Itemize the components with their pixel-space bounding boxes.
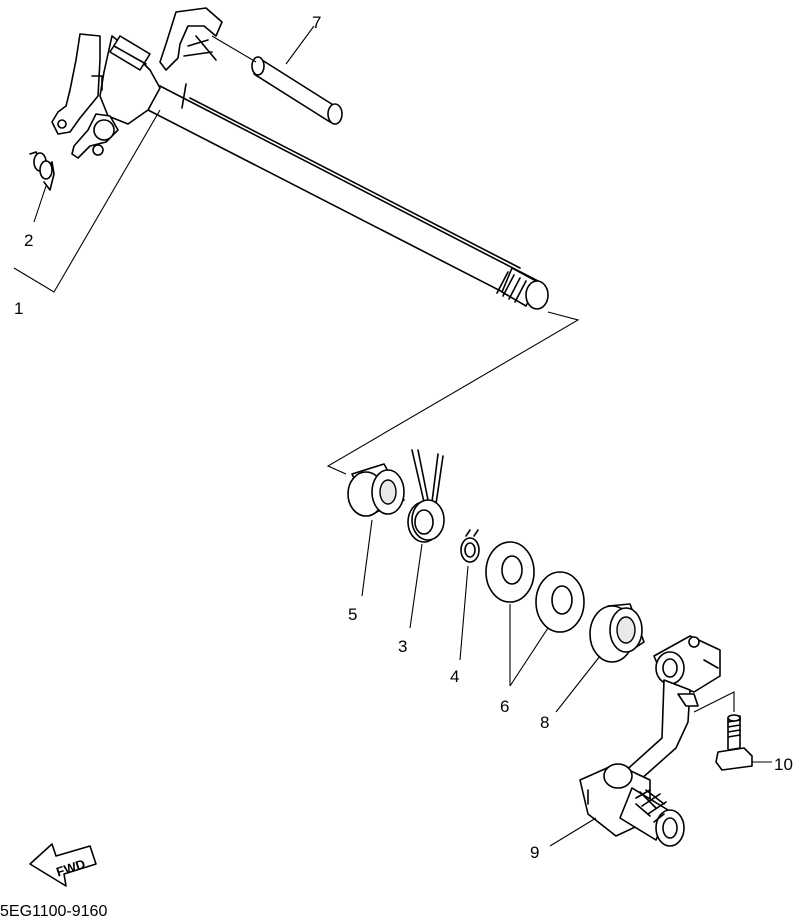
washer-pair — [485, 541, 585, 687]
callout-1: 1 — [14, 299, 23, 318]
collar — [347, 463, 405, 597]
torsion-spring — [407, 449, 445, 629]
callout-9: 9 — [530, 843, 539, 862]
callout-6: 6 — [500, 697, 509, 716]
callout-2: 2 — [24, 231, 33, 250]
circlip — [459, 529, 480, 661]
shaft-spline-end — [496, 267, 549, 310]
callout-4: 4 — [450, 667, 459, 686]
shift-pedal — [549, 635, 721, 847]
callout-10: 10 — [774, 755, 793, 774]
callout-8: 8 — [540, 713, 549, 732]
callout-3: 3 — [398, 637, 407, 656]
bearing — [555, 603, 645, 713]
clamp-bolt — [693, 691, 772, 771]
return-spring — [29, 151, 55, 223]
forward-direction-arrow: FWD — [29, 843, 97, 887]
callout-7: 7 — [312, 13, 321, 32]
callout-5: 5 — [348, 605, 357, 624]
shift-shaft-assembly — [13, 7, 549, 310]
dowel-pin — [211, 25, 343, 125]
diagram-code: 5EG1100-9160 — [0, 903, 107, 918]
